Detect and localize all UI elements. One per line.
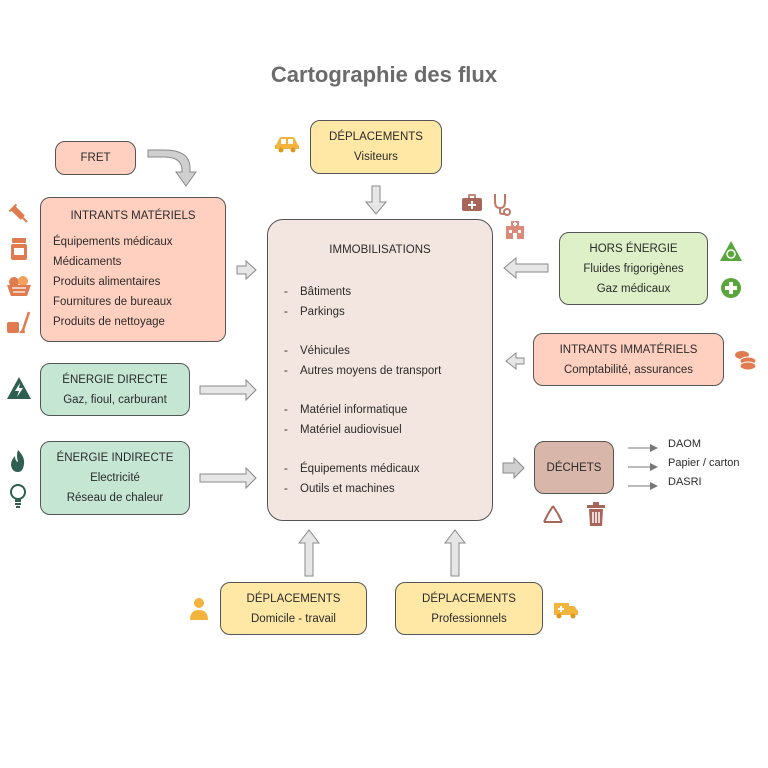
- hospital-icon: [506, 221, 524, 239]
- deplacements-pro-text: Professionnels: [431, 612, 507, 625]
- intrants-materiels-title: INTRANTS MATÉRIELS: [70, 210, 196, 222]
- fret-label: FRET: [80, 152, 111, 164]
- immobilisations-item: -Bâtiments: [284, 286, 352, 298]
- hors-energie-line: Gaz médicaux: [596, 282, 671, 295]
- hors-energie-arrow: [503, 256, 549, 280]
- dechets-output-dasri: DASRI: [668, 476, 702, 488]
- energie-indirecte-box: ÉNERGIE INDIRECTE Electricité Réseau de …: [40, 441, 190, 515]
- stethoscope-icon: [494, 194, 511, 216]
- deplacements-domicile-text: Domicile - travail: [251, 612, 336, 625]
- immobilisations-item: -Autres moyens de transport: [284, 365, 442, 377]
- immobilisations-item: -Matériel informatique: [284, 404, 408, 416]
- deplacements-visiteurs-box: DÉPLACEMENTS Visiteurs: [310, 120, 442, 174]
- visiteurs-arrow: [364, 185, 388, 215]
- hors-energie-line: Fluides frigorigènes: [583, 262, 684, 275]
- recycle-warning-icon: [720, 241, 742, 261]
- pill-bottle-icon: [11, 238, 27, 260]
- energie-directe-box: ÉNERGIE DIRECTE Gaz, fioul, carburant: [40, 363, 190, 416]
- medical-kit-icon: [462, 194, 482, 211]
- cleaning-icon: [7, 311, 31, 334]
- immobilisations-item: -Équipements médicaux: [284, 463, 420, 475]
- recycle-icon: [543, 505, 563, 523]
- intrants-materiels-item: Médicaments: [53, 256, 122, 268]
- energie-indirecte-line: Réseau de chaleur: [66, 492, 164, 504]
- intrants-immateriels-box: INTRANTS IMMATÉRIELS Comptabilité, assur…: [533, 333, 724, 386]
- person-icon: [190, 598, 208, 620]
- diagram-title: Cartographie des flux: [270, 62, 498, 87]
- deplacements-domicile-title: DÉPLACEMENTS: [246, 592, 341, 605]
- deplacements-domicile-box: DÉPLACEMENTS Domicile - travail: [220, 582, 367, 635]
- hors-energie-box: HORS ÉNERGIE Fluides frigorigènes Gaz mé…: [559, 232, 708, 305]
- immobilisations-item: -Parkings: [284, 306, 345, 318]
- immobilisations-item: -Matériel audiovisuel: [284, 424, 402, 436]
- intrants-immateriels-title: INTRANTS IMMATÉRIELS: [559, 343, 698, 356]
- deplacements-visiteurs-text: Visiteurs: [354, 151, 398, 163]
- syringe-icon: [8, 203, 28, 223]
- high-voltage-icon: [7, 377, 31, 399]
- dechets-box: DÉCHETS: [534, 441, 614, 494]
- domicile-arrow: [297, 529, 321, 577]
- car-icon: [275, 137, 299, 153]
- dechets-arrow: [502, 456, 525, 480]
- immobilisations-item: -Véhicules: [284, 345, 350, 357]
- flame-icon: [11, 450, 25, 472]
- deplacements-visiteurs-title: DÉPLACEMENTS: [329, 131, 423, 143]
- energie-directe-text: Gaz, fioul, carburant: [63, 393, 167, 406]
- energie-directe-arrow: [199, 378, 257, 402]
- coins-icon: [735, 351, 757, 371]
- immobilisations-item: -Outils et machines: [284, 483, 395, 495]
- energie-indirecte-line: Electricité: [90, 472, 140, 484]
- immobilisations-box: IMMOBILISATIONS -Bâtiments -Parkings -Vé…: [267, 219, 493, 521]
- intrants-materiels-item: Produits de nettoyage: [53, 316, 165, 328]
- intrants-materiels-box: INTRANTS MATÉRIELS Équipements médicaux …: [40, 197, 226, 342]
- intrants-materiels-item: Équipements médicaux: [53, 236, 173, 248]
- fret-arrow: [147, 149, 197, 187]
- deplacements-pro-title: DÉPLACEMENTS: [422, 592, 516, 605]
- dechets-output-daom: DAOM: [668, 438, 701, 450]
- deplacements-pro-box: DÉPLACEMENTS Professionnels: [395, 582, 543, 635]
- trash-icon: [587, 502, 605, 526]
- food-basket-icon: [7, 276, 31, 296]
- energie-indirecte-arrow: [199, 466, 257, 490]
- hors-energie-title: HORS ÉNERGIE: [589, 242, 678, 255]
- intrants-materiels-arrow: [236, 259, 257, 281]
- ambulance-icon: [554, 603, 578, 619]
- immobilisations-list: -Bâtiments -Parkings -Véhicules -Autres …: [284, 282, 476, 499]
- intrants-immateriels-text: Comptabilité, assurances: [563, 363, 694, 376]
- plus-icon: [721, 278, 741, 298]
- immobilisations-title: IMMOBILISATIONS: [329, 244, 431, 256]
- dechets-title: DÉCHETS: [546, 461, 602, 474]
- intrants-materiels-item: Fournitures de bureaux: [53, 296, 172, 308]
- bulb-icon: [10, 484, 26, 508]
- energie-directe-title: ÉNERGIE DIRECTE: [62, 373, 168, 386]
- pro-arrow: [443, 529, 467, 577]
- intrants-immateriels-arrow: [505, 351, 525, 371]
- energie-indirecte-title: ÉNERGIE INDIRECTE: [56, 452, 174, 464]
- intrants-materiels-item: Produits alimentaires: [53, 276, 161, 288]
- dechets-output-papier: Papier / carton: [668, 457, 740, 469]
- fret-box: FRET: [55, 141, 136, 175]
